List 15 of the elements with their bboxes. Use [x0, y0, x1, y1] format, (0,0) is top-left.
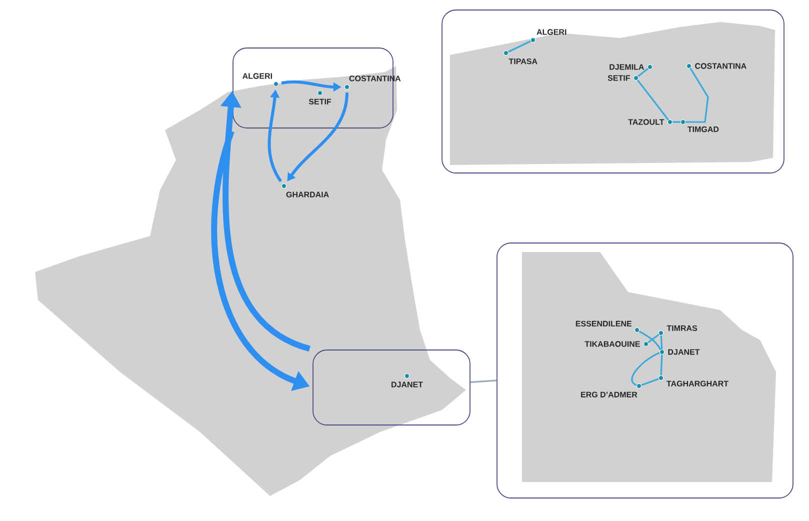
route-line: [641, 378, 659, 386]
frame-box: [442, 10, 784, 174]
route-line: [660, 336, 663, 350]
frame-box: [496, 242, 794, 498]
frame-box: [312, 350, 470, 426]
route-line: [686, 68, 709, 123]
leader-line: [470, 380, 497, 383]
route-line: [660, 354, 663, 376]
route-line: [638, 330, 662, 350]
route-line: [636, 80, 670, 120]
route-line: [638, 68, 648, 78]
route-line: [631, 352, 660, 386]
route-line: [672, 121, 680, 123]
route-line: [648, 334, 660, 344]
route-line: [508, 40, 532, 53]
